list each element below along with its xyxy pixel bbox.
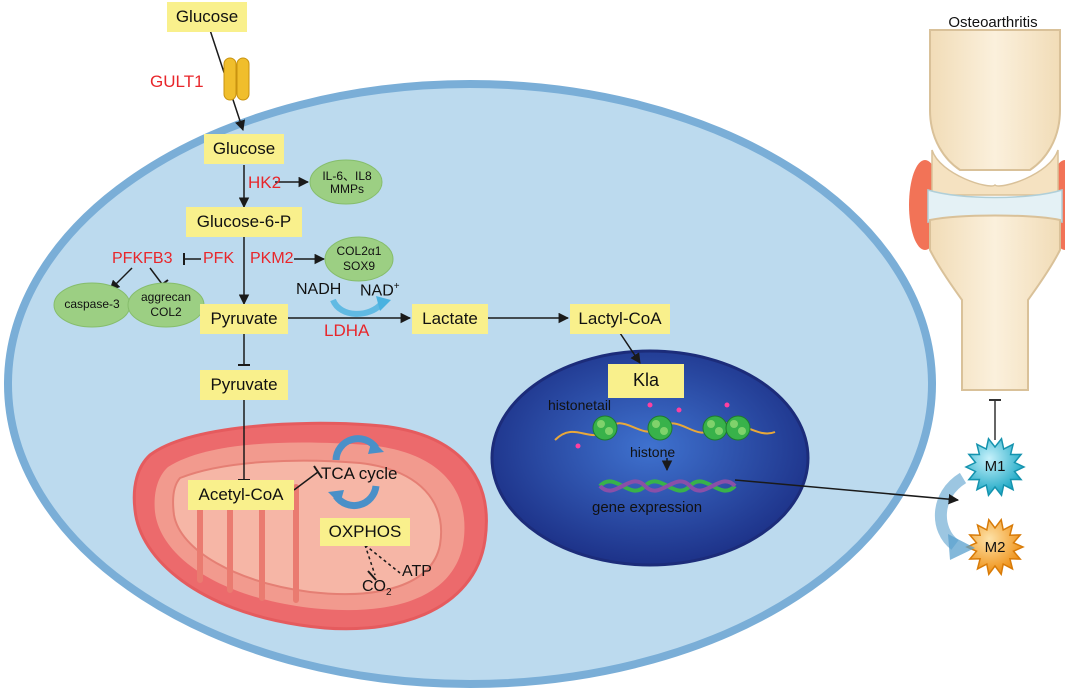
- tca-cycle-arrows: [328, 435, 384, 509]
- nadh-label: NADH: [296, 281, 342, 298]
- col2a1-label-line2: SOX9: [342, 259, 375, 273]
- oxphos-dashes: [364, 544, 401, 576]
- lactate-label: Lactate: [422, 309, 478, 328]
- glucose-top-label: Glucose: [175, 7, 239, 26]
- osteoarthritis-label: Osteoarthritis: [948, 14, 1038, 31]
- m2-label: M2: [984, 539, 1006, 556]
- pyruvate-mito-box: [200, 370, 288, 400]
- histone-label: histone: [630, 444, 676, 460]
- histone-chromatin: [554, 402, 776, 493]
- atp-label: ATP: [402, 563, 432, 580]
- pyruvate-cyto-box: [200, 304, 288, 334]
- co2-label: CO2: [362, 578, 392, 598]
- glucose-in-label: Glucose: [212, 139, 276, 158]
- co2-subscript: 2: [386, 587, 392, 599]
- histonetail-label: histonetail: [548, 397, 612, 413]
- col2a1-ellipse: [324, 236, 394, 282]
- tca-label: TCA cycle: [321, 464, 398, 483]
- ldha-label: LDHA: [324, 321, 370, 340]
- lactate-box: [412, 304, 488, 334]
- glucose-top-box: [167, 2, 247, 32]
- cell-membrane: [4, 80, 936, 688]
- pyruvate-mito-label: Pyruvate: [210, 375, 278, 394]
- col2a1-label-line1: COL2α1: [336, 244, 382, 258]
- il6-label-line1: IL-6、IL8: [322, 169, 372, 183]
- pfk-label: PFK: [203, 250, 235, 267]
- il6-label-line2: MMPs: [330, 182, 364, 196]
- glut1-label: GULT1: [150, 72, 204, 91]
- aggrecan-label-line1: aggrecan: [140, 290, 192, 304]
- g6p-label: Glucose-6-P: [196, 212, 292, 231]
- lactyl-coa-box: [570, 304, 670, 334]
- pkm2-label: PKM2: [250, 250, 294, 267]
- m1-label: M1: [984, 458, 1006, 475]
- gene-expression-label: gene expression: [592, 499, 703, 516]
- oxphos-box: [320, 518, 410, 546]
- oxphos-label: OXPHOS: [328, 522, 402, 541]
- acetyl-coa-label: Acetyl-CoA: [198, 485, 284, 504]
- caspase-label: caspase-3: [64, 297, 120, 311]
- nadh-nad-arrow: [330, 298, 385, 317]
- il6-ellipse: [309, 159, 383, 205]
- kla-box: [608, 364, 684, 398]
- lactyl-coa-label: Lactyl-CoA: [578, 309, 662, 328]
- glucose-in-box: [204, 134, 284, 164]
- kla-label: Kla: [632, 370, 659, 390]
- pfkfb3-label: PFKFB3: [112, 250, 173, 267]
- glut1-transporter: [223, 57, 250, 101]
- nad-label: NAD+: [360, 281, 400, 300]
- g6p-box: [186, 207, 302, 237]
- nad-text: NAD: [360, 282, 394, 300]
- hk2-label: HK2: [248, 173, 282, 192]
- knee-joint-illustration: [909, 29, 1065, 391]
- acetyl-coa-box: [188, 480, 294, 510]
- pyruvate-cyto-label: Pyruvate: [210, 309, 278, 328]
- m1-macrophage: [964, 436, 1026, 498]
- nad-superscript: +: [393, 281, 400, 292]
- co2-text: CO: [362, 578, 386, 595]
- m1-to-m2-arrow: [935, 472, 967, 550]
- aggrecan-label-line2: COL2: [150, 305, 182, 319]
